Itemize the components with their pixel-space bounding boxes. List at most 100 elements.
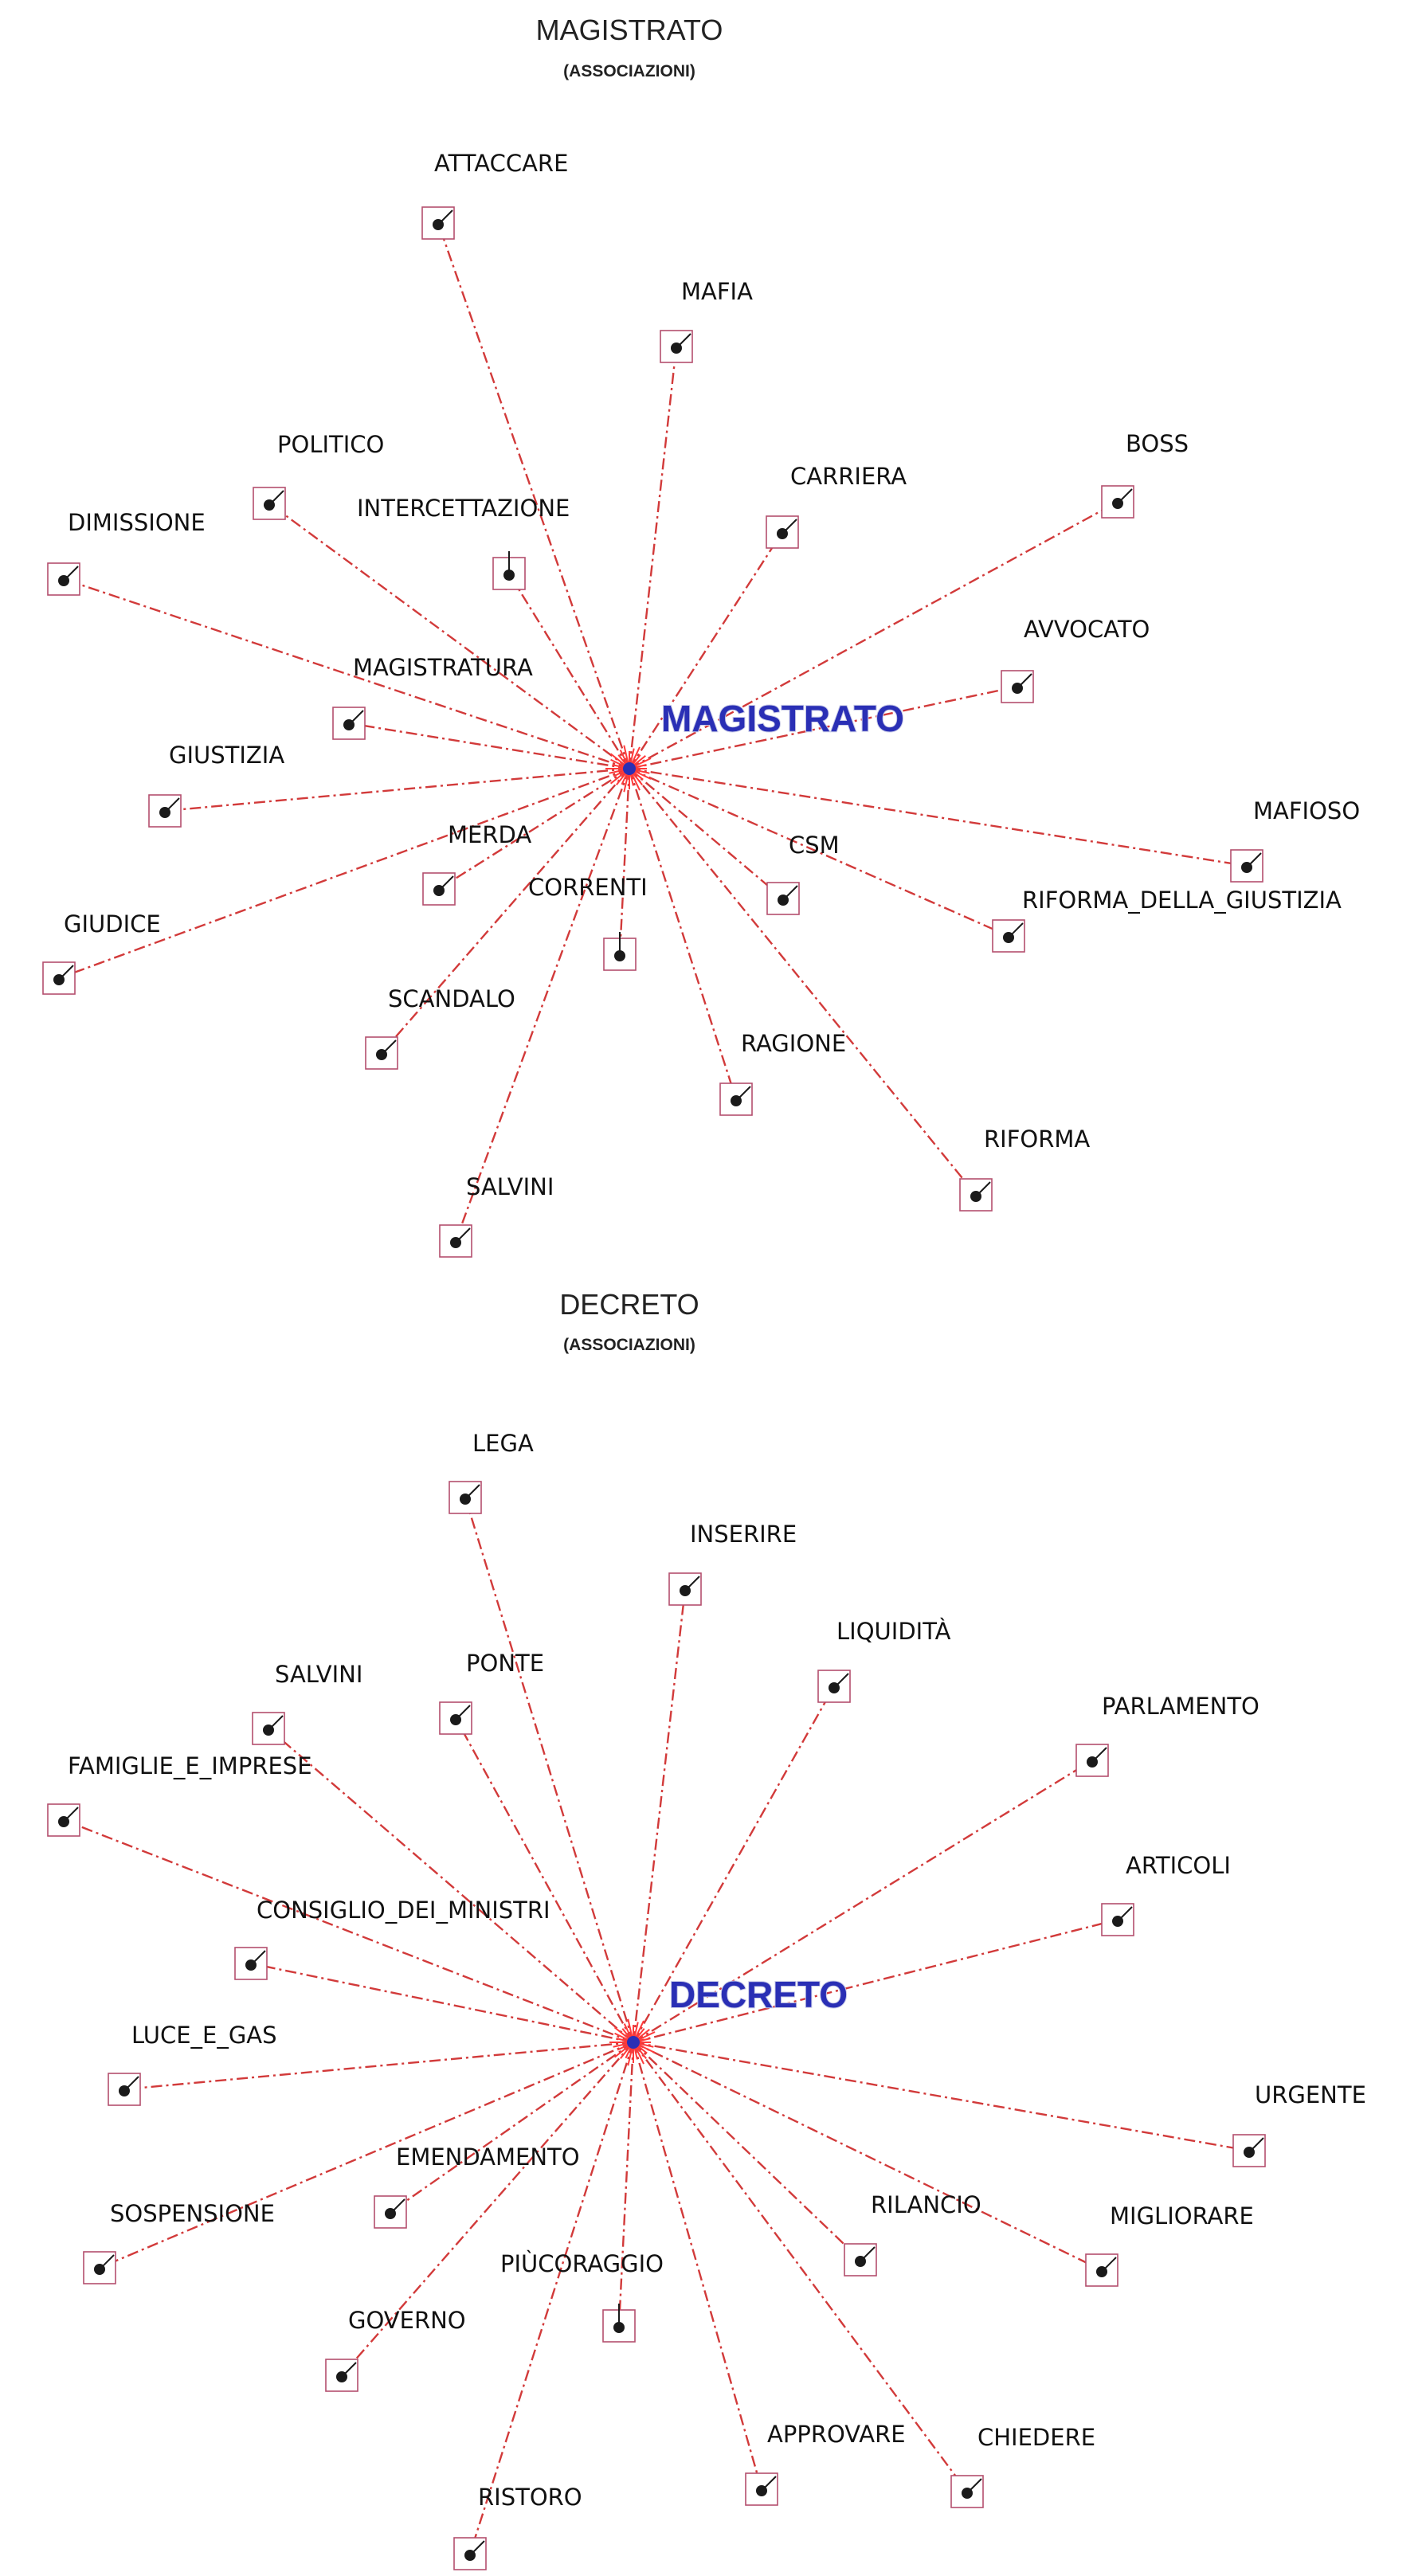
- edge-riforma: [629, 768, 977, 1196]
- node-label: ATTACCARE: [434, 150, 568, 177]
- node-label: RIFORMA: [984, 1126, 1090, 1153]
- node-riforma-della-giustizia: RIFORMA_DELLA_GIUSTIZIA: [992, 887, 1342, 953]
- edge-boss: [629, 500, 1118, 770]
- node-label: DIMISSIONE: [68, 509, 206, 536]
- node-attaccare: ATTACCARE: [421, 150, 568, 240]
- node-box: [422, 872, 456, 906]
- node-ponte: PONTE: [439, 1650, 544, 1735]
- edge-mafia: [628, 346, 678, 769]
- node-label: GIUDICE: [64, 910, 161, 938]
- edge-rilancio: [633, 2042, 861, 2261]
- node-dot: [159, 807, 170, 818]
- edge-chiedere: [633, 2042, 968, 2492]
- diagram-subtitle: (ASSOCIAZIONI): [563, 1336, 695, 1354]
- node-label: BOSS: [1126, 430, 1189, 457]
- node-label: SCANDALO: [388, 985, 515, 1012]
- node-liquidita: LIQUIDITÀ: [817, 1618, 951, 1703]
- node-dot: [94, 2264, 105, 2275]
- node-consiglio-dei-ministri: CONSIGLIO_DEI_MINISTRI: [234, 1897, 550, 1980]
- node-label: MAFIOSO: [1253, 797, 1360, 824]
- node-dot: [613, 2322, 625, 2333]
- node-intercettazione: INTERCETTAZIONE: [357, 495, 570, 590]
- node-ragione: RAGIONE: [719, 1030, 846, 1116]
- node-dot: [385, 2208, 396, 2219]
- center-label: DECRETO: [669, 1974, 848, 2015]
- edge-csm: [629, 768, 784, 899]
- edge-migliorare: [633, 2041, 1103, 2272]
- node-label: GOVERNO: [348, 2307, 466, 2334]
- node-dot: [855, 2256, 866, 2267]
- edge-approvare: [632, 2042, 763, 2490]
- center-label: MAGISTRATO: [661, 698, 904, 739]
- node-label: PARLAMENTO: [1102, 1693, 1260, 1720]
- node-dot: [263, 1725, 274, 1736]
- node-label: INSERIRE: [690, 1521, 797, 1548]
- node-dot: [450, 1714, 461, 1725]
- node-lega: LEGA: [449, 1430, 534, 1514]
- edge-attaccare: [437, 222, 631, 769]
- node-dot: [1087, 1756, 1098, 1768]
- node-governo: GOVERNO: [325, 2307, 466, 2392]
- node-dot: [1241, 862, 1252, 873]
- node-label: MAFIA: [681, 278, 753, 305]
- edge-sospensione: [99, 2041, 634, 2269]
- node-giudice: GIUDICE: [42, 910, 161, 995]
- node-label: LUCE_E_GAS: [131, 2022, 277, 2049]
- edge-merda: [438, 767, 630, 891]
- node-dot: [460, 1494, 471, 1505]
- edge-correnti: [618, 768, 631, 955]
- edge-politico: [268, 503, 630, 769]
- node-dot: [58, 1816, 69, 1827]
- node-label: INTERCETTAZIONE: [357, 495, 570, 522]
- node-label: CONSIGLIO_DEI_MINISTRI: [257, 1897, 550, 1924]
- node-dot: [119, 2085, 130, 2096]
- edge-liquidita: [632, 1685, 836, 2043]
- node-box: [817, 1670, 851, 1703]
- node-dot: [433, 885, 445, 896]
- node-label: FAMIGLIE_E_IMPRESE: [68, 1752, 312, 1779]
- node-riforma: RIFORMA: [959, 1126, 1090, 1212]
- node-label: SALVINI: [466, 1173, 554, 1200]
- diagram-title: MAGISTRATO: [536, 14, 723, 46]
- node-label: LEGA: [472, 1430, 534, 1457]
- edges: [58, 222, 1248, 1242]
- edge-famiglie-e-imprese: [63, 1818, 634, 2044]
- edge-giustizia: [164, 767, 630, 812]
- node-dot: [1112, 1916, 1123, 1927]
- node-label: LIQUIDITÀ: [836, 1618, 951, 1645]
- edge-piucoraggio: [617, 2042, 635, 2327]
- node-dot: [1012, 683, 1023, 694]
- node-dot: [433, 219, 444, 230]
- node-dot: [58, 575, 69, 586]
- node-dot: [503, 570, 515, 581]
- node-label: CHIEDERE: [977, 2424, 1095, 2451]
- node-dot: [778, 895, 789, 906]
- node-dot: [336, 2371, 347, 2382]
- node-label: APPROVARE: [767, 2421, 906, 2448]
- edge-ragione: [628, 768, 738, 1100]
- center-dot: [623, 762, 636, 775]
- edge-salvini: [454, 768, 631, 1242]
- edge-avvocato: [629, 685, 1018, 770]
- node-label: EMENDAMENTO: [396, 2143, 580, 2171]
- edge-carriera: [628, 531, 784, 769]
- edge-lega: [464, 1497, 635, 2043]
- node-dot: [450, 1237, 461, 1248]
- node-label: CARRIERA: [790, 463, 907, 490]
- node-emendamento: EMENDAMENTO: [374, 2143, 580, 2229]
- node-ristoro: RISTORO: [453, 2484, 582, 2570]
- node-label: SALVINI: [275, 1661, 362, 1688]
- diagram-magistrato: MAGISTRATO(ASSOCIAZIONI)ATTACCAREMAFIAPO…: [42, 14, 1360, 1258]
- node-merda: MERDA: [422, 821, 531, 906]
- node-dot: [53, 974, 65, 985]
- node-dot: [1096, 2266, 1107, 2277]
- node-dot: [1112, 498, 1123, 509]
- node-label: MIGLIORARE: [1110, 2202, 1254, 2230]
- edge-governo: [341, 2042, 634, 2376]
- node-politico: POLITICO: [253, 431, 384, 520]
- node-luce-e-gas: LUCE_E_GAS: [108, 2022, 277, 2106]
- node-dot: [756, 2485, 767, 2496]
- edge-emendamento: [390, 2042, 634, 2213]
- node-migliorare: MIGLIORARE: [1085, 2202, 1254, 2287]
- edge-ristoro: [468, 2042, 635, 2554]
